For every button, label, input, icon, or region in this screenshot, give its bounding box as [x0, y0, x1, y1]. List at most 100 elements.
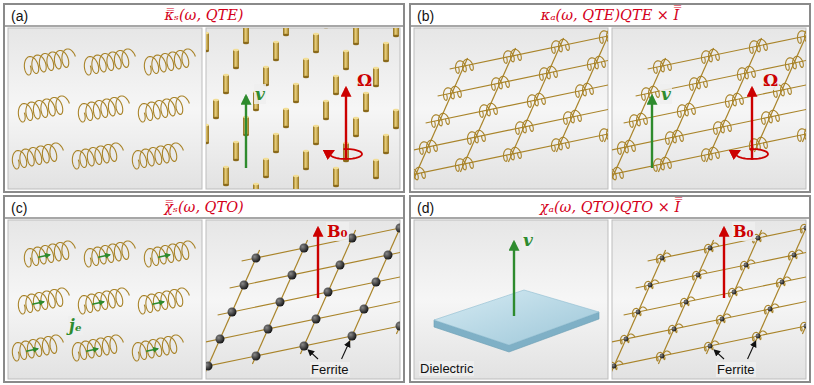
- helix-wire: [740, 260, 755, 270]
- rotation-arrow: [330, 149, 362, 159]
- helix-wire: [704, 243, 719, 253]
- rod-base: [323, 28, 329, 29]
- helix-wire: [716, 314, 731, 324]
- sub-panel-ground: [8, 220, 202, 379]
- panel-formula: κₐ(ω, QTE)QTE × I̿: [411, 5, 809, 26]
- helix-wire: [575, 83, 593, 97]
- ferrite-sphere: [240, 281, 249, 290]
- panel: (a)κ̿ₛ(ω, QTE): [3, 3, 405, 193]
- rod-top: [373, 159, 379, 162]
- helix-wire: [656, 253, 671, 263]
- ferrite-sphere: [228, 308, 237, 317]
- rod-base: [293, 101, 299, 104]
- rod: [353, 28, 359, 44]
- helix-wire: [677, 103, 695, 117]
- field-label: B₀: [326, 222, 349, 241]
- lattice-wire: [556, 28, 608, 152]
- rod-base: [383, 152, 389, 155]
- ferrite-sphere: [804, 324, 806, 329]
- helix-wire: [414, 167, 425, 181]
- ferrite-sphere: [648, 283, 653, 288]
- rod: [313, 34, 319, 52]
- ferrite-sphere: [384, 251, 393, 260]
- current-arrow: [86, 349, 98, 351]
- helix-wire: [692, 270, 707, 280]
- helix-wire: [144, 241, 195, 267]
- rod-top: [303, 150, 309, 153]
- helix-wire: [656, 351, 671, 361]
- helix-wire: [12, 335, 63, 361]
- rod-base: [303, 168, 309, 171]
- rod-top: [353, 117, 359, 120]
- rod-top: [293, 83, 299, 86]
- rod-top: [293, 175, 299, 178]
- helix-wire: [18, 96, 69, 122]
- ferrite-sphere: [684, 300, 689, 305]
- ferrite-sphere: [372, 278, 381, 287]
- lattice-wire: [206, 250, 260, 374]
- current-arrow: [92, 302, 104, 304]
- sub-panel: [600, 210, 814, 379]
- helix-wire: [84, 241, 135, 267]
- ferrite-label: Ferrite: [716, 362, 756, 377]
- rod-base: [206, 142, 209, 145]
- sub-panel-art: [206, 220, 400, 374]
- sub-panel: [8, 28, 202, 189]
- ferrite-sphere: [300, 342, 309, 351]
- ferrite-sphere: [264, 325, 273, 334]
- header-rule: [3, 217, 405, 219]
- helix-wire: [132, 143, 183, 169]
- lattice-wire: [658, 48, 713, 172]
- rod-base: [206, 50, 209, 53]
- sub-panel-ground: [206, 28, 400, 189]
- rod: [333, 76, 339, 94]
- rod-base: [393, 127, 399, 130]
- rod: [213, 100, 219, 118]
- rod: [233, 142, 239, 160]
- velocity-label: v: [254, 84, 266, 104]
- lattice-wire: [706, 230, 761, 354]
- rotation-axis-arrow: [751, 88, 753, 158]
- rod-top: [383, 134, 389, 137]
- rod-base: [353, 135, 359, 138]
- helix-wire: [527, 93, 545, 107]
- helix-wire: [800, 223, 806, 233]
- sub-panel: [193, 8, 409, 212]
- rod-top: [273, 133, 279, 136]
- rod: [313, 126, 319, 144]
- helix-wire: [620, 334, 635, 344]
- helix-wire: [788, 250, 803, 260]
- rod-base: [283, 34, 289, 37]
- field-arrow: [317, 228, 319, 298]
- ferrite-sphere: [708, 246, 713, 251]
- current-arrow: [26, 349, 38, 351]
- helix-wire: [72, 335, 123, 361]
- panel-formula: χₐ(ω, QTO)QTO × I̿: [411, 197, 809, 218]
- helix-wire: [84, 49, 135, 75]
- rod-base: [323, 118, 329, 121]
- ferrite-sphere: [348, 332, 357, 341]
- sub-panel-art: [414, 28, 608, 182]
- helix-wire: [749, 39, 767, 53]
- helix-wire: [752, 331, 767, 341]
- ferrite-sphere: [660, 256, 665, 261]
- panel-letter: (c): [11, 199, 27, 217]
- leader-line: [308, 350, 318, 359]
- sub-panel-art: [12, 49, 195, 169]
- helix-wire: [713, 120, 731, 134]
- helix-wire: [551, 39, 569, 53]
- rod-base: [223, 184, 229, 187]
- ferrite-sphere: [324, 288, 333, 297]
- rod-top: [223, 166, 229, 169]
- rod: [343, 51, 349, 69]
- helix-wire: [653, 157, 671, 171]
- helix-wire: [797, 29, 806, 43]
- helix-wire: [144, 49, 195, 75]
- helix-wire: [632, 307, 647, 317]
- lattice-wire: [252, 240, 307, 364]
- lattice-wire: [612, 296, 806, 342]
- lattice-wire: [460, 48, 515, 172]
- helix-wire: [668, 324, 683, 334]
- rod-base: [253, 109, 259, 112]
- rod: [373, 68, 379, 86]
